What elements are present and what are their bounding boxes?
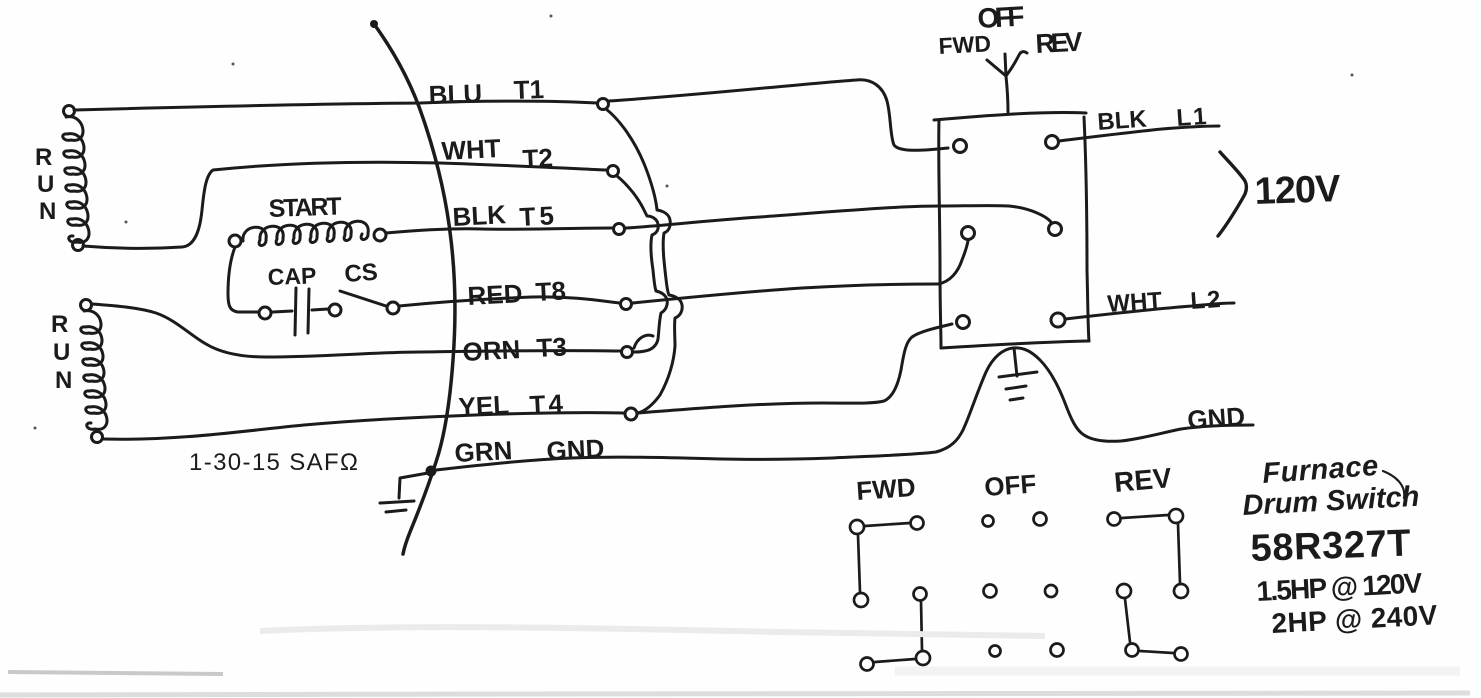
svg-text:REV: REV bbox=[1113, 462, 1173, 498]
svg-text:2HP @ 240V: 2HP @ 240V bbox=[1271, 599, 1439, 639]
svg-text:FWD: FWD bbox=[855, 472, 916, 506]
svg-text:GRN: GRN bbox=[454, 435, 513, 468]
svg-text:58R327T: 58R327T bbox=[1250, 522, 1411, 570]
svg-text:BLK: BLK bbox=[452, 199, 507, 232]
svg-text:CAP: CAP bbox=[267, 262, 316, 290]
svg-text:T5: T5 bbox=[519, 200, 559, 232]
svg-text:GND: GND bbox=[546, 433, 605, 466]
svg-text:U: U bbox=[37, 171, 54, 198]
svg-text:YEL: YEL bbox=[458, 389, 510, 422]
svg-text:OFF: OFF bbox=[977, 1, 1026, 34]
svg-text:T2: T2 bbox=[522, 142, 554, 174]
svg-text:BLK: BLK bbox=[1097, 106, 1149, 136]
svg-text:L2: L2 bbox=[1190, 286, 1224, 315]
svg-text:T3: T3 bbox=[536, 331, 568, 363]
svg-text:GND: GND bbox=[1186, 401, 1246, 435]
svg-text:T8: T8 bbox=[535, 275, 567, 307]
svg-text:CS: CS bbox=[344, 259, 379, 288]
svg-text:BLU: BLU bbox=[428, 78, 482, 110]
svg-text:FWD: FWD bbox=[938, 30, 992, 59]
svg-text:START: START bbox=[268, 192, 342, 223]
svg-text:OFF: OFF bbox=[983, 468, 1037, 502]
svg-text:R: R bbox=[35, 144, 52, 171]
svg-text:REV: REV bbox=[1035, 27, 1084, 59]
svg-text:WHT: WHT bbox=[1107, 287, 1164, 318]
svg-text:120V: 120V bbox=[1254, 168, 1342, 213]
svg-text:N: N bbox=[55, 367, 72, 394]
svg-text:WHT: WHT bbox=[441, 133, 502, 166]
svg-text:L1: L1 bbox=[1176, 103, 1210, 132]
svg-text:T4: T4 bbox=[529, 388, 567, 420]
svg-text:U: U bbox=[53, 339, 70, 366]
svg-text:RED: RED bbox=[467, 278, 523, 311]
svg-text:N: N bbox=[39, 198, 56, 225]
svg-text:1-30-15 SAFΩ: 1-30-15 SAFΩ bbox=[189, 449, 358, 476]
svg-text:R: R bbox=[51, 311, 68, 338]
svg-text:ORN: ORN bbox=[462, 334, 521, 367]
svg-text:T1: T1 bbox=[513, 74, 544, 105]
